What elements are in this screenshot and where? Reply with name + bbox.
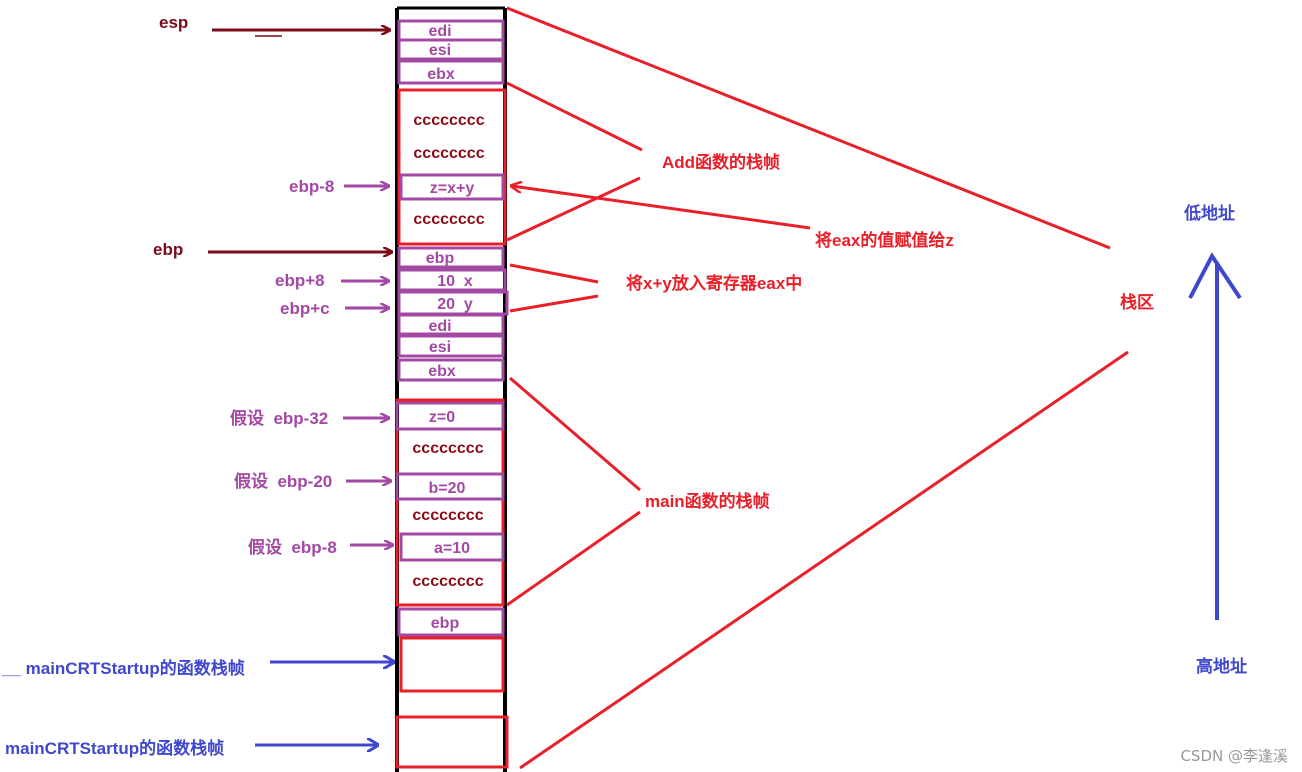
cell-cc1-text: cccccccc xyxy=(413,112,484,129)
cell-b-main-text: b=20 xyxy=(429,480,466,497)
cell-cc4-text: cccccccc xyxy=(412,440,483,457)
cell-z-add xyxy=(399,173,505,201)
assume-ebp-8-label: 假设 ebp-8 xyxy=(248,537,337,557)
cell-z-main xyxy=(395,401,505,431)
cell-esi-top-text: esi xyxy=(429,42,451,59)
cell-ebp-main-text: ebp xyxy=(431,615,460,632)
cell-edi-main xyxy=(397,313,505,336)
cell-ebx-top xyxy=(397,59,505,85)
crt-frame-1 xyxy=(399,636,505,693)
cell-a-main xyxy=(399,532,505,562)
cell-cc5-text: cccccccc xyxy=(412,507,483,524)
add-frame-annotation: Add函数的栈帧 xyxy=(662,152,780,172)
main-frame-line-bottom xyxy=(506,510,641,607)
stack-area-annotation: 栈区 xyxy=(1120,292,1154,312)
eax-to-z-annotation: 将eax的值赋值给z xyxy=(815,230,954,250)
cell-ebp-add-text: ebp xyxy=(426,250,455,267)
cell-x-param-text: 10 x xyxy=(437,273,473,290)
stack-area-line-top xyxy=(506,6,1111,250)
cell-ebx-main xyxy=(397,358,505,382)
cell-ebp-main xyxy=(397,607,505,637)
cell-z-main-text: z=0 xyxy=(429,409,455,426)
crt-frame-2-label: mainCRTStartup的函数栈帧 xyxy=(5,738,224,758)
assume-ebp-20-label: 假设 ebp-20 xyxy=(234,471,332,491)
low-address-label: 低地址 xyxy=(1183,203,1235,223)
cell-a-main-text: a=10 xyxy=(434,540,470,557)
watermark: CSDN @李逢溪 xyxy=(1180,747,1288,765)
eax-to-z-arrow xyxy=(512,186,811,230)
ebp-plus-c-label: ebp+c xyxy=(280,299,330,318)
cell-z-add-text: z=x+y xyxy=(430,180,475,197)
cell-cc3-text: cccccccc xyxy=(413,211,484,228)
cell-cc2-text: cccccccc xyxy=(413,145,484,162)
xy-to-eax-annotation: 将x+y放入寄存器eax中 xyxy=(626,273,802,293)
esp-label: esp xyxy=(159,13,188,32)
cell-esi-main-text: esi xyxy=(429,339,451,356)
cell-ebx-top-text: ebx xyxy=(427,66,455,83)
xy-line-bottom xyxy=(509,294,599,313)
cell-ebp-add xyxy=(397,246,505,269)
main-locals-frame xyxy=(395,398,505,607)
cell-b-main xyxy=(395,472,505,501)
add-frame-line-bottom xyxy=(506,176,641,242)
cell-cc6-text: cccccccc xyxy=(412,573,483,590)
address-up-arrow-head xyxy=(1188,252,1242,300)
cell-esi-top xyxy=(397,38,505,61)
cell-y-param-text: 20 y xyxy=(437,296,473,313)
stack-area-line-bottom xyxy=(519,350,1129,770)
assume-ebp-32-label: 假设 ebp-32 xyxy=(230,408,328,428)
cell-esi-main xyxy=(397,334,505,358)
ebp-label: ebp xyxy=(153,240,183,259)
add-frame-line-top xyxy=(506,81,643,152)
ebp-plus-8-label: ebp+8 xyxy=(275,271,325,290)
cell-edi-main-text: edi xyxy=(428,318,451,335)
main-frame-line-top xyxy=(509,376,641,492)
crt-frame-2 xyxy=(395,715,509,769)
cell-x-param xyxy=(397,268,507,292)
add-locals-frame xyxy=(397,88,507,246)
high-address-label: 高地址 xyxy=(1196,656,1247,676)
ebp-minus-8-add-label: ebp-8 xyxy=(289,177,334,196)
cell-ebx-main-text: ebx xyxy=(428,363,456,380)
cell-edi-top-text: edi xyxy=(428,23,451,40)
xy-line-top xyxy=(509,263,599,284)
main-frame-annotation: main函数的栈帧 xyxy=(645,491,770,511)
crt-frame-1-label: __ mainCRTStartup的函数栈帧 xyxy=(1,658,245,678)
